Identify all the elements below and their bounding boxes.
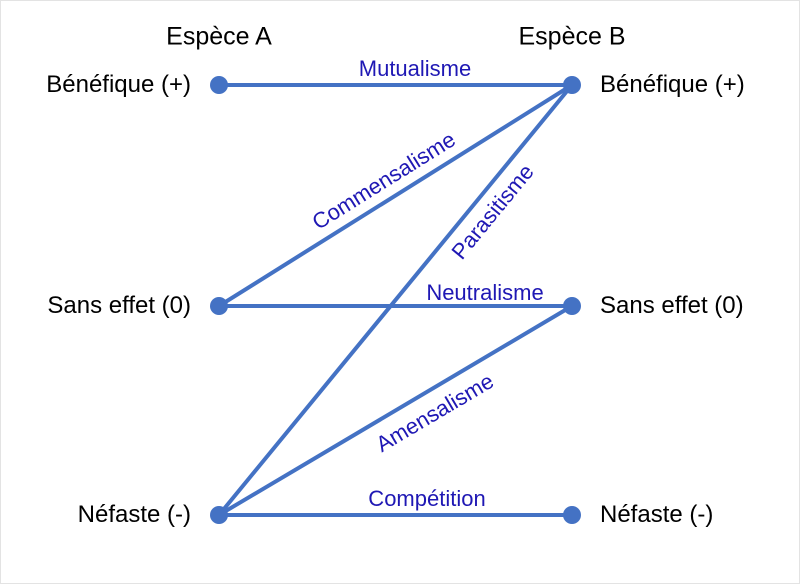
edge-line-commensalisme[interactable] [217,83,574,308]
node-dot-a-neutral[interactable] [210,297,228,315]
node-dots-group [210,76,581,524]
node-dot-a-plus[interactable] [210,76,228,94]
node-dot-a-minus[interactable] [210,506,228,524]
node-label-b-minus: Néfaste (-) [600,501,714,528]
node-label-a-minus: Néfaste (-) [77,501,191,528]
edge-lines-group [217,83,574,517]
edge-label-competition: Compétition [368,486,486,511]
edge-line-parasitisme[interactable] [217,83,574,517]
column-header-species-b: Espèce B [518,22,626,51]
node-dot-b-plus[interactable] [563,76,581,94]
node-label-a-neutral: Sans effet (0) [47,292,191,319]
node-label-a-plus: Bénéfique (+) [46,71,191,98]
node-dot-b-minus[interactable] [563,506,581,524]
column-header-species-a: Espèce A [166,22,272,51]
edge-label-mutualisme: Mutualisme [358,56,472,81]
node-label-b-plus: Bénéfique (+) [600,71,745,98]
edge-line-amensalisme[interactable] [217,304,574,517]
node-dot-b-neutral[interactable] [563,297,581,315]
node-label-b-neutral: Sans effet (0) [600,292,744,319]
edge-label-neutralisme: Neutralisme [426,280,544,305]
